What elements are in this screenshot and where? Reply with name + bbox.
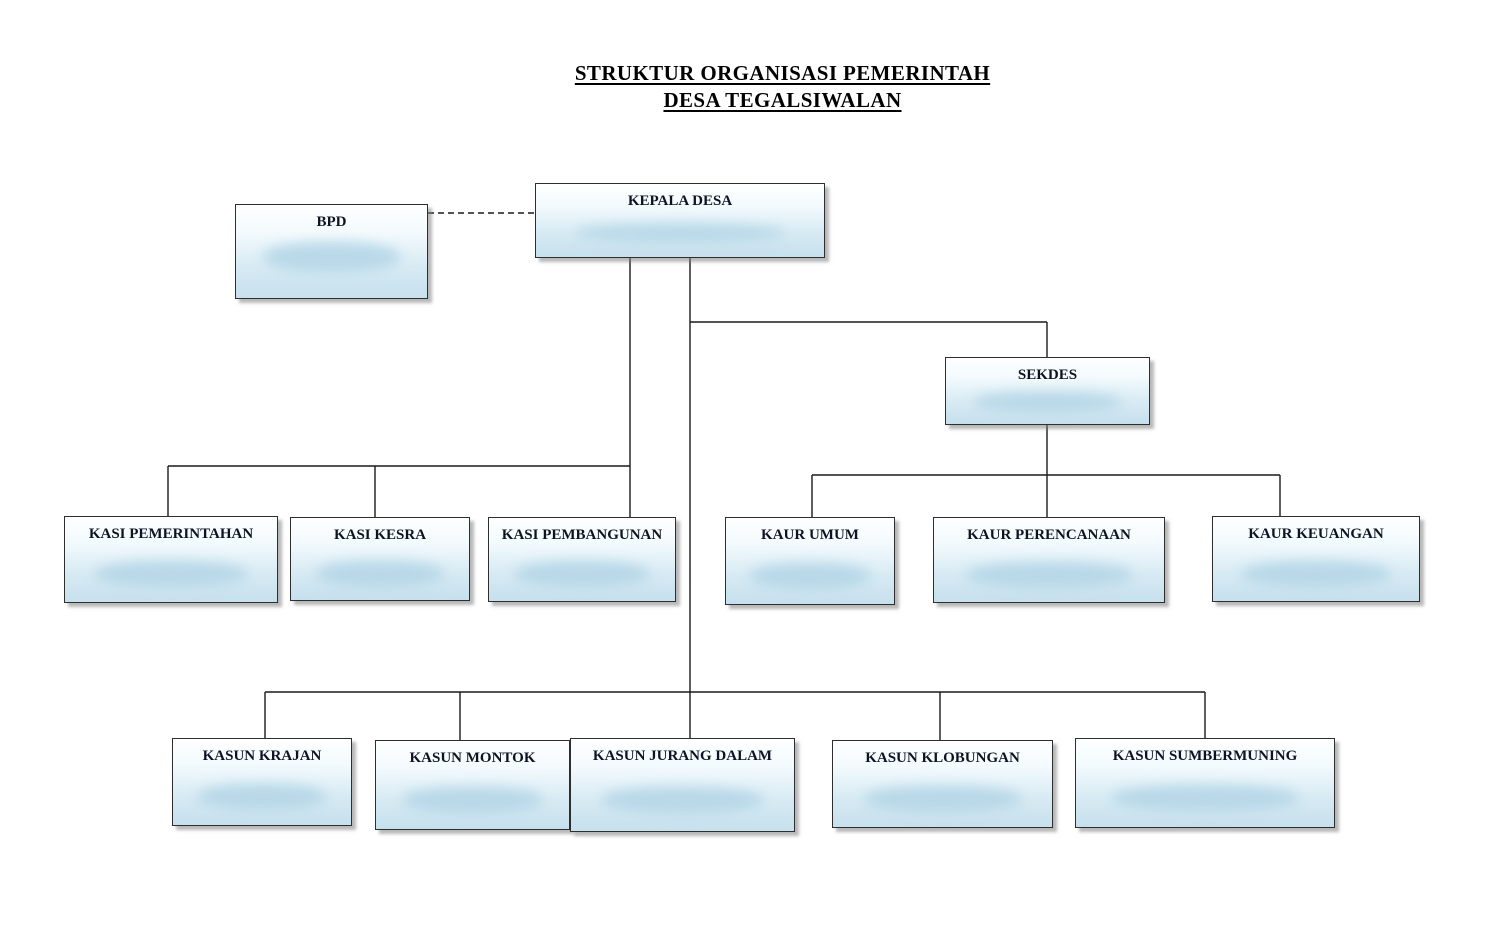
org-node-label: BPD <box>316 214 347 230</box>
page-title-line1: STRUKTUR ORGANISASI PEMERINTAH <box>574 61 991 85</box>
org-node-label: KASUN KRAJAN <box>202 748 322 764</box>
org-node-kasi-kesra: KASI KESRA <box>290 517 470 601</box>
org-node-kasun-krajan: KASUN KRAJAN <box>172 738 352 826</box>
org-node-kasun-jurang-dalam: KASUN JURANG DALAM <box>570 738 795 832</box>
page-title: STRUKTUR ORGANISASI PEMERINTAH DESA TEGA… <box>460 60 1105 115</box>
org-node-kaur-umum: KAUR UMUM <box>725 517 895 605</box>
org-node-label: KEPALA DESA <box>627 193 733 209</box>
org-node-label: KAUR UMUM <box>761 527 859 543</box>
redacted-name-blur <box>974 392 1121 413</box>
org-node-bpd: BPD <box>235 204 428 299</box>
org-node-label: KASI KESRA <box>333 527 427 543</box>
redacted-name-blur <box>1241 560 1391 587</box>
redacted-name-blur <box>94 561 248 588</box>
redacted-name-blur <box>1112 784 1298 811</box>
org-node-label: KASI PEMERINTAHAN <box>88 526 254 542</box>
redacted-name-blur <box>602 786 763 813</box>
org-node-kasun-sumbermuning: KASUN SUMBERMUNING <box>1075 738 1335 828</box>
org-node-label: KASUN JURANG DALAM <box>592 748 773 764</box>
page-title-line2: DESA TEGALSIWALAN <box>663 88 902 113</box>
redacted-name-blur <box>749 562 871 589</box>
redacted-name-blur <box>863 785 1022 812</box>
org-node-sekdes: SEKDES <box>945 357 1150 425</box>
org-node-kasi-pemerintahan: KASI PEMERINTAHAN <box>64 516 278 603</box>
redacted-name-blur <box>515 561 649 588</box>
org-node-label: KASI PEMBANGUNAN <box>501 527 663 543</box>
org-node-kaur-perencanaan: KAUR PERENCANAAN <box>933 517 1165 603</box>
org-node-kasi-pembangunan: KASI PEMBANGUNAN <box>488 517 676 602</box>
org-node-label: KAUR KEUANGAN <box>1248 526 1384 542</box>
redacted-name-blur <box>197 783 327 810</box>
org-node-label: KASUN MONTOK <box>409 750 536 766</box>
redacted-name-blur <box>403 786 542 813</box>
org-node-kaur-keuangan: KAUR KEUANGAN <box>1212 516 1420 602</box>
org-node-label: KASUN KLOBUNGAN <box>865 750 1020 766</box>
org-node-kepala-desa: KEPALA DESA <box>535 183 825 258</box>
org-node-label: SEKDES <box>1017 367 1078 383</box>
redacted-name-blur <box>576 224 784 243</box>
org-node-label: KASUN SUMBERMUNING <box>1112 748 1298 764</box>
redacted-name-blur <box>966 561 1132 588</box>
redacted-name-blur <box>262 242 401 273</box>
redacted-name-blur <box>315 560 445 587</box>
org-node-kasun-montok: KASUN MONTOK <box>375 740 570 830</box>
org-node-label: KAUR PERENCANAAN <box>967 527 1131 543</box>
org-node-kasun-klobungan: KASUN KLOBUNGAN <box>832 740 1053 828</box>
